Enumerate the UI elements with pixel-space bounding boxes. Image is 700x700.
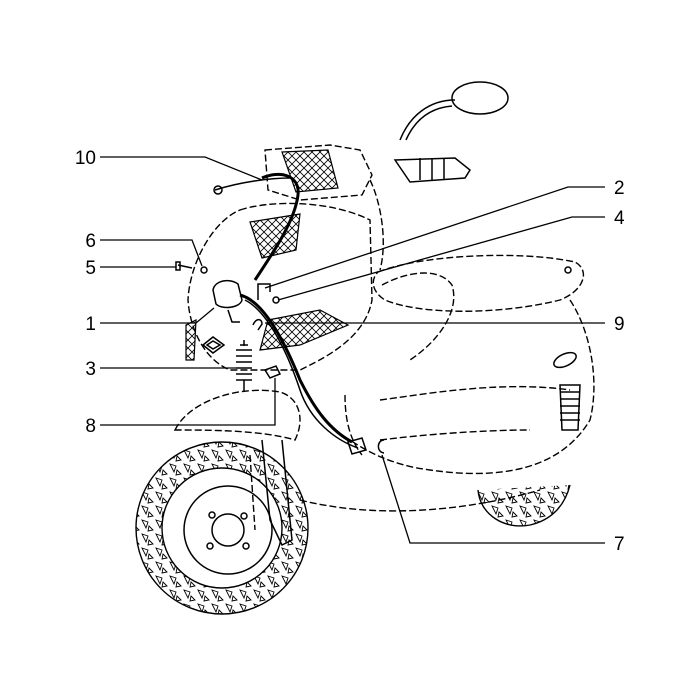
leader-lines	[100, 156, 605, 544]
callout-8: 8	[85, 416, 96, 437]
left-lever	[214, 177, 291, 191]
seat	[372, 254, 585, 312]
callout-1: 1	[85, 314, 96, 335]
front-fork	[261, 439, 293, 547]
part-3	[236, 344, 252, 381]
connector	[347, 437, 367, 455]
callout-9: 9	[614, 314, 625, 335]
headset-cover	[264, 144, 373, 201]
callout-6: 6	[85, 231, 96, 252]
callout-7: 7	[614, 534, 625, 555]
rear-wheel	[477, 484, 571, 527]
callouts: 10 2 4 6 5 1 9 3 8 7	[75, 148, 625, 555]
mirror-stem	[399, 99, 456, 141]
rear-shock	[559, 384, 581, 431]
callout-2: 2	[614, 178, 625, 199]
cable-9	[239, 293, 353, 444]
part-7	[377, 439, 385, 454]
right-grip	[393, 157, 471, 183]
leg-shield-front	[187, 202, 373, 371]
leader-6	[100, 239, 203, 267]
leader-4	[277, 216, 605, 301]
leader-2	[264, 186, 605, 289]
front-wheel	[135, 441, 309, 615]
front-mudguard	[173, 389, 301, 441]
callout-10: 10	[75, 148, 96, 169]
badge	[201, 336, 226, 354]
part-1	[212, 279, 243, 309]
scooter-body	[135, 81, 595, 615]
callout-4: 4	[614, 208, 625, 229]
part-8	[263, 365, 282, 379]
leader-10	[100, 156, 263, 181]
cable-10	[253, 172, 300, 281]
seat-inner	[381, 272, 455, 361]
leader-1	[100, 307, 215, 324]
part-6	[200, 266, 208, 274]
mirror	[451, 81, 509, 115]
part-2	[257, 283, 271, 300]
leader-7	[381, 454, 605, 544]
rear-body	[349, 179, 595, 475]
rear-light	[553, 351, 577, 369]
callout-3: 3	[85, 359, 96, 380]
leader-8	[100, 378, 276, 426]
headset-grille	[281, 149, 339, 193]
callout-5: 5	[85, 258, 96, 279]
